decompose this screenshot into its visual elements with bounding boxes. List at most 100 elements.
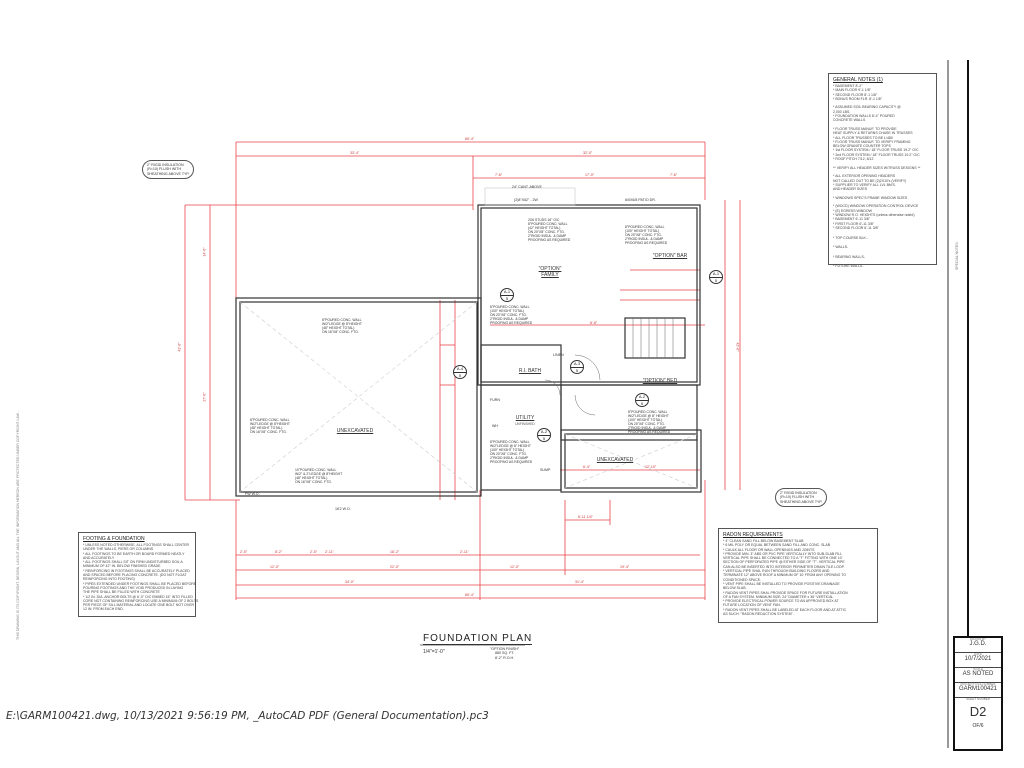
note-line: BELOW GRANITE COUNTER TOPS xyxy=(833,144,891,149)
room-family: "OPTION" FAMILY xyxy=(538,266,562,278)
note-line: AS SUCH: "RADON REDUCTION SYSTEM". xyxy=(723,612,794,617)
general-notes-lines: * BASEMENT 8'-2"* MAIN FLOOR 9'-1 1/8"* … xyxy=(833,84,932,230)
dim-top-sub-3: 7'-6" xyxy=(670,173,678,177)
general-notes-legend: * TOP COURSE BLK.- * WALLS- * BEARING WA… xyxy=(833,236,869,268)
note-line: * (E) EGRESS WINDOW xyxy=(833,208,872,213)
dim-bottom-overall: 65'-4" xyxy=(465,593,475,597)
note-line: PER PIECE OF SILL MATERIAL AND LOCATE ON… xyxy=(83,603,195,608)
wall-note-unexcavated-top: 8"POURED CONC. WALL W/2"LEDGE @ 8"HEIGHT… xyxy=(322,318,362,334)
room-bath: R.I. BATH xyxy=(518,368,542,374)
furnace-label: FURN xyxy=(490,398,500,402)
note-line: * ASSUMED SOIL BEARING CAPACITY @ xyxy=(833,105,901,110)
note-line: CONCRETE WALLS xyxy=(833,118,866,123)
note-line: * SECOND FLOOR 8'-1 1/8" xyxy=(833,92,878,97)
note-line: * SUPPLIER TO VERIFY ALL LVL BM'S. xyxy=(833,182,896,187)
radon-notes-title: RADON REQUIREMENTS xyxy=(723,532,783,538)
note-line: * FLOOR TRUSS MANUF. TO PROVIDE xyxy=(833,126,897,131)
note-line: * FOUNDATION WALLS 8'-4" POURED xyxy=(833,114,895,119)
dimension-lines xyxy=(184,141,741,600)
sheet-number: D2 xyxy=(969,704,987,719)
foundation-walls xyxy=(235,204,702,497)
room-unexcavated-2: UNEXCAVATED xyxy=(596,457,634,463)
note-line: CORE NOT CONTAINING REINFORCING USE A MI… xyxy=(83,598,199,603)
note-line: THE PIPE SHALL BE FILLED WITH CONCRETE xyxy=(83,590,160,595)
door-swings xyxy=(544,354,601,416)
wall-note-family-left: 2X6 STUDS 16" O/C 8"POURED CONC. WALL (4… xyxy=(528,218,571,242)
note-line: * RADON VENT PIPES SHALL BE LABELED AT E… xyxy=(723,607,847,612)
title-block-project: PROJECT FILE NUMBER GARM100421 xyxy=(955,683,1001,698)
note-line: * REINFORCING IN FOOTINGS SHALL BE ACCUR… xyxy=(83,568,190,573)
dim-unexc2-2: 12'-10" xyxy=(645,465,657,469)
note-line: MINIMUM OF 42" IN. BELOW FINISHED GRADE xyxy=(83,564,161,569)
note-line: * VENT PIPE SHALL BE INSTALLED TO PROVID… xyxy=(723,581,840,586)
note-line: ** VERIFY ALL HEADER SIZES W/TRUSS DESIG… xyxy=(833,165,921,170)
room-utility-sub: UNFINISHED xyxy=(515,422,535,426)
note-line: VERTICAL PIPE SHALL BE CONNECTED TO A "T… xyxy=(723,556,843,561)
dim-bottom-r1-6: 2'-11" xyxy=(460,550,469,554)
note-line: * 6 MIL POLY OR EQUAL BETWEEN SAND FILL … xyxy=(723,543,831,548)
note-line: HEAT SUPPLY & RETURNS CHASE IN TRUSSES xyxy=(833,131,913,136)
dim-bottom-r1-2: 8'-2" xyxy=(275,550,283,554)
plot-stamp: E:\GARM100421.dwg, 10/13/2021 9:56:19 PM… xyxy=(6,710,489,722)
note-line: NOT CALLED OUT TO BE (2)2X10's (VERIFY) xyxy=(833,178,907,183)
note-line: * PIPES EXTENDED UNDER FOOTINGS SHALL BE… xyxy=(83,581,197,586)
room-bed: "OPTION" BED xyxy=(642,378,678,384)
dim-bottom-r2-2: 22'-0" xyxy=(390,565,400,569)
room-bar: "OPTION" BAR xyxy=(652,253,688,259)
note-line: * 1/2 IN. DIA. ANCHOR BOLTS @ 6'-0" O/C … xyxy=(83,594,193,599)
title-block-sheet: SHEET NUMBER D2 OF/6 xyxy=(955,698,1001,750)
note-line: OF A FAN SYSTEM. MINIMUM SIZE: 24" DIAME… xyxy=(723,594,834,599)
general-notes-title: GENERAL NOTES (1) xyxy=(833,77,883,83)
water-heater-label: WH xyxy=(492,424,498,428)
footing-notes-title: FOOTING & FOUNDATION xyxy=(83,536,145,542)
dim-bottom-r2-4: 19'-4" xyxy=(620,565,630,569)
unexcavated-hatch xyxy=(239,301,698,493)
wall-note-unexcavated-bottom: 10"POURED CONC. WALL W/2" & 2"LEDGE @ 8"… xyxy=(295,468,343,484)
dim-right-overall: 42'-0" xyxy=(735,342,740,352)
radon-notes-lines: * 4" CLEAN SAND FILL BELOW BASEMENT SLAB… xyxy=(723,539,873,616)
dim-bottom-r3-1: 34'-0" xyxy=(345,580,355,584)
title-block-date: DATE 10/7/2021 xyxy=(955,653,1001,668)
note-line: AND ACCURATELY xyxy=(83,555,115,560)
note-line: * ALL FOOTINGS SHALL SIT ON FIRM UNDISTU… xyxy=(83,560,183,565)
dim-bottom-r1-1: 2'-5" xyxy=(240,550,248,554)
note-line: * MAIN FLOOR 9'-1 1/8" xyxy=(833,88,871,93)
note-line: * FIRST FLOOR 6'-11 3/8" xyxy=(833,221,874,226)
note-line: * CAULK ALL FLOOR OR WALL OPENINGS AND J… xyxy=(723,547,815,552)
note-line: UNDER THE WALLS, PIERS OR COLUMNS xyxy=(83,547,154,552)
dim-top-sub-1: 7'-6" xyxy=(495,173,503,177)
dim-top-right: 32'-0" xyxy=(583,151,593,155)
window-label: (2)8"X62" - 2W xyxy=(514,198,538,202)
note-line: * BONUS ROOM FLR. 8'-1 1/8" xyxy=(833,96,882,101)
title-block: DRAWN BY J.G.D. DATE 10/7/2021 SCALE AS … xyxy=(953,636,1003,751)
note-line: * 1st FLOOR SYSTEM / 18" FLOOR TRUSS 19.… xyxy=(833,148,919,153)
dim-bottom-r2-1: 12'-0" xyxy=(270,565,280,569)
note-line: * SECOND FLOOR 6'-11 3/8" xyxy=(833,225,879,230)
note-line: AND SPACED BEFORE PLACING CONCRETE. (DO … xyxy=(83,573,187,578)
option-finish-note: "OPTION FINISH" 880 SQ. FT. 8'-2" R.O.H. xyxy=(490,647,520,660)
room-unexcavated-1: UNEXCAVATED xyxy=(336,428,374,434)
wall-note-bed: 8"POURED CONC. WALL W/2"LEDGE @ 8" HEIGH… xyxy=(628,410,671,434)
note-line: * BASEMENT 6'-11 3/8" xyxy=(833,217,870,222)
drawing-scale: 1/4"=1'-0" xyxy=(423,649,445,655)
cantilever-region xyxy=(484,187,576,206)
wall-note-unexcavated-left: 8"POURED CONC. WALL W/2"LEDGE @ 8"HEIGHT… xyxy=(250,418,290,434)
sump-label: SUMP xyxy=(540,468,551,472)
patio-door-label: 6/0X6/8 PATIO DR. xyxy=(625,198,656,202)
wall-note-utility: 8"POURED CONC. WALL W/2"LEDGE @ 8" HEIGH… xyxy=(490,440,533,464)
note-line: CONDITIONED SPACE. xyxy=(723,577,762,582)
footing-notes-panel: FOOTING & FOUNDATION * UNLESS NOTED OTHE… xyxy=(78,532,199,617)
note-line: AND HEADER SIZES xyxy=(833,187,868,192)
title-block-drawn-by: DRAWN BY J.G.D. xyxy=(955,638,1001,653)
note-line: * PROVIDE MIN. 3" ABS OR PVC PIPE VERTIC… xyxy=(723,551,843,556)
dim-bottom-r1-4: 2'-11" xyxy=(325,550,334,554)
note-line: * 4" CLEAN SAND FILL BELOW BASEMENT SLAB xyxy=(723,539,804,543)
note-line: * PROVIDE ELECTRICAL POWER SOURCE TO AN … xyxy=(723,599,839,604)
note-line: REINFORCING INTO FOOTING) xyxy=(83,577,135,582)
